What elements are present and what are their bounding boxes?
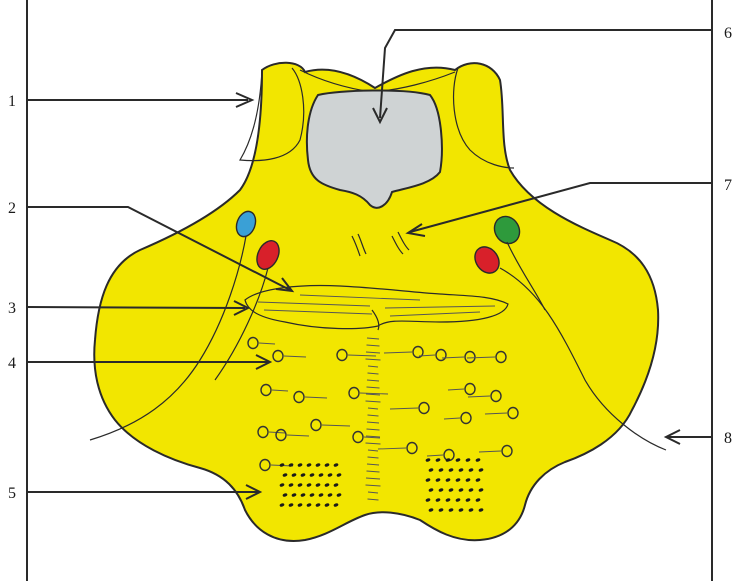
label-2: 2 xyxy=(8,200,16,217)
label-4: 4 xyxy=(8,355,16,372)
label-8: 8 xyxy=(724,430,732,447)
label-1: 1 xyxy=(8,93,16,110)
label-3: 3 xyxy=(8,300,16,317)
label-5: 5 xyxy=(8,485,16,502)
pointer-line-3 xyxy=(27,307,245,308)
label-7: 7 xyxy=(724,177,732,194)
label-6: 6 xyxy=(724,25,732,42)
